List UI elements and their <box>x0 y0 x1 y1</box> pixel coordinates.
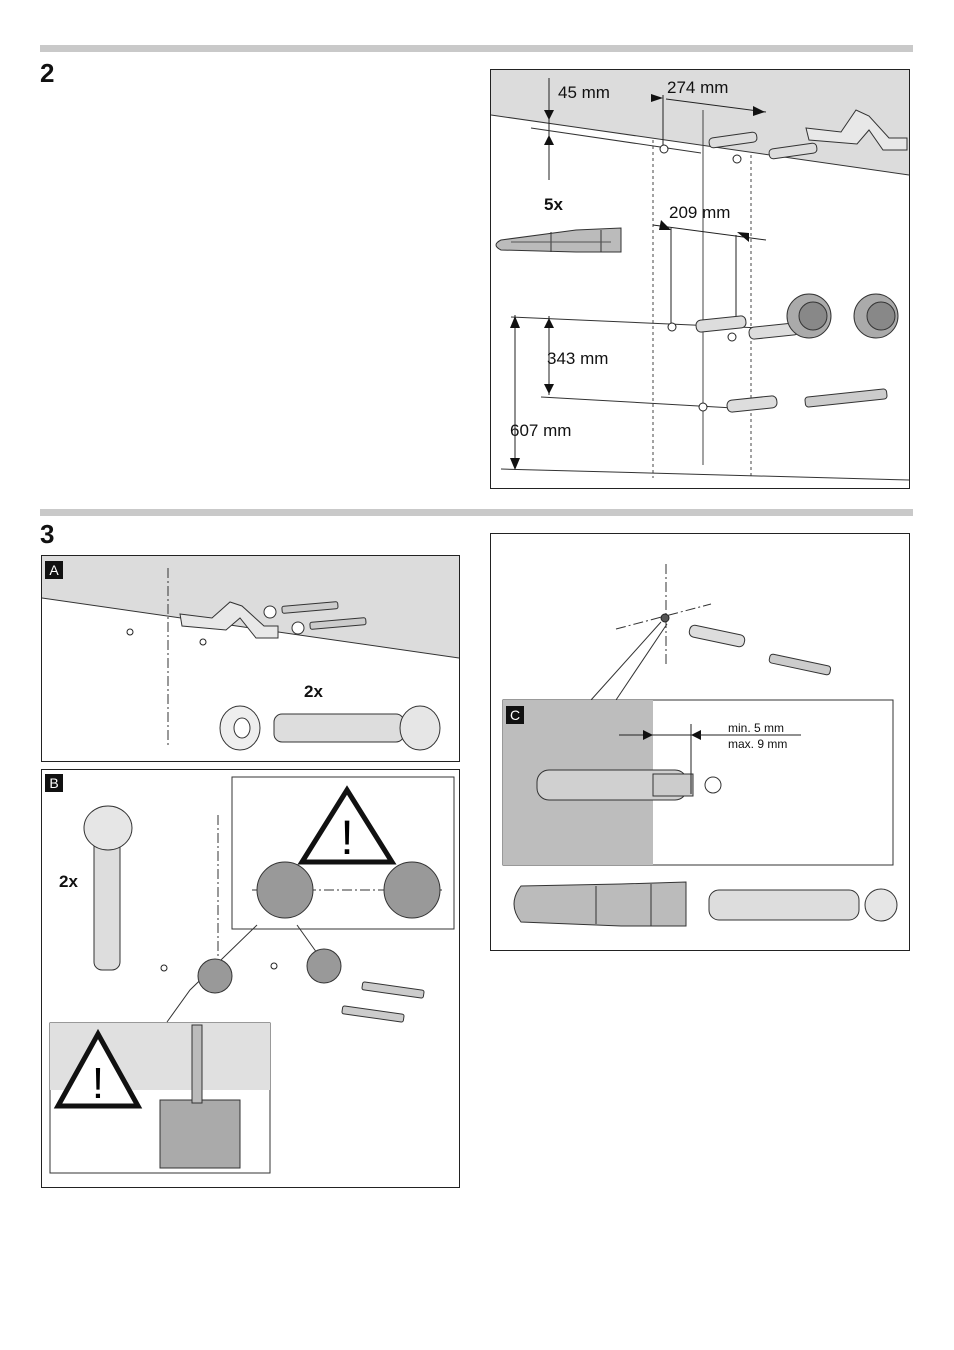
washer-icon <box>219 705 261 751</box>
torx-screw-icon <box>273 705 441 751</box>
wall-plug-icon <box>495 227 622 253</box>
max-depth-label: max. 9 mm <box>728 737 788 751</box>
step-3-panel-c: C min. 5 mm max. 9 mm <box>490 533 910 951</box>
warning-triangle-icon: ! <box>53 1028 143 1109</box>
torx-screw-icon <box>83 805 133 971</box>
step-3-panel-b: ! ! B 2x <box>41 769 460 1188</box>
panel-b-tag: B <box>45 774 63 792</box>
step-2-drawing <box>491 70 909 481</box>
dimension-607mm: 607 mm <box>510 421 572 440</box>
panel-c-drawing <box>502 564 898 927</box>
panel-a-quantity-label: 2x <box>304 682 323 701</box>
dowel-quantity-label: 5x <box>544 195 563 214</box>
step-2-illustration: 45 mm 274 mm 5x 209 mm 343 mm 607 mm <box>490 69 910 489</box>
dimension-274mm: 274 mm <box>667 78 729 97</box>
panel-b-quantity-label: 2x <box>59 872 78 891</box>
dimension-45mm: 45 mm <box>558 83 610 102</box>
step-3-panel-a: A 2x <box>41 555 460 762</box>
dimension-209mm: 209 mm <box>669 203 731 222</box>
panel-a-tag: A <box>45 561 63 579</box>
panel-a-drawing <box>42 556 459 751</box>
section-rule-step-2 <box>40 45 913 52</box>
section-rule-step-3 <box>40 509 913 516</box>
warning-triangle-icon: ! <box>297 785 397 865</box>
svg-text:!: ! <box>340 812 353 865</box>
dimension-343mm: 343 mm <box>547 349 609 368</box>
panel-c-tag: C <box>506 706 524 724</box>
min-depth-label: min. 5 mm <box>728 721 785 735</box>
step-2-number: 2 <box>40 58 55 88</box>
svg-text:!: ! <box>92 1059 104 1108</box>
step-3-number: 3 <box>40 519 55 549</box>
wall-plug-icon <box>513 881 687 927</box>
panel-b-drawing: ! ! <box>49 776 455 1174</box>
